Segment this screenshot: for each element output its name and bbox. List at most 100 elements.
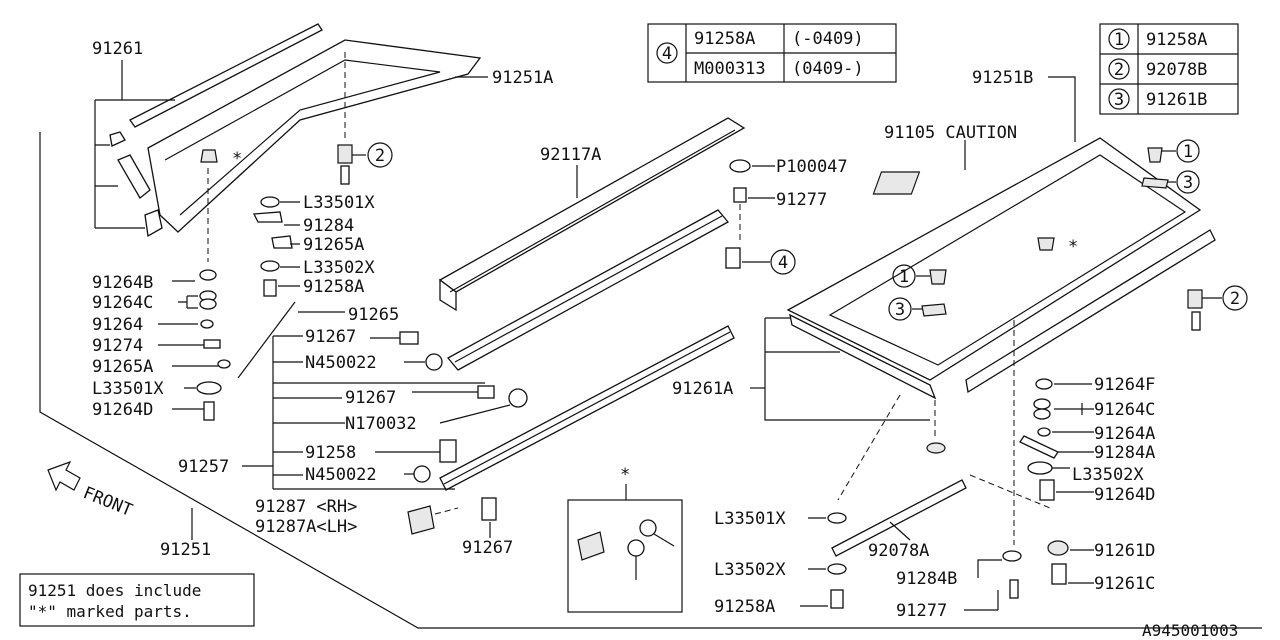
table-key-3: 3 bbox=[1114, 90, 1124, 110]
frame-outline bbox=[39, 132, 1262, 629]
label-L33502X-right: L33502X bbox=[1072, 465, 1144, 485]
label-91258A-bottom: 91258A bbox=[714, 597, 775, 617]
rail-bottom bbox=[439, 325, 735, 491]
note-box bbox=[19, 573, 255, 627]
rail-92117A bbox=[438, 117, 746, 312]
note-line-1: 91251 does include bbox=[28, 581, 201, 600]
label-91264D-left: 91264D bbox=[92, 400, 153, 420]
callout-4-text: 4 bbox=[778, 253, 788, 273]
label-91258: 91258 bbox=[305, 443, 356, 463]
label-91261C: 91261C bbox=[1094, 574, 1155, 594]
variant-table: 4 91258A (-0409) M000313 (0409-) bbox=[647, 23, 897, 83]
label-91261A: 91261A bbox=[672, 379, 733, 399]
label-91265A-left: 91265A bbox=[92, 357, 153, 377]
leader-91261 bbox=[94, 60, 175, 229]
wire-91265 bbox=[237, 301, 296, 379]
label-91287: 91287 <RH> bbox=[255, 497, 357, 517]
washer-P100047 bbox=[729, 159, 751, 173]
leaders-left-stack bbox=[158, 280, 218, 410]
table-range-2: (0409-) bbox=[792, 59, 864, 79]
leader-91257 bbox=[272, 335, 485, 490]
callout-1-inner: 1 bbox=[899, 267, 909, 287]
glass-bolt-1 bbox=[1147, 147, 1163, 163]
label-91274: 91274 bbox=[92, 336, 143, 356]
label-91265: 91265 bbox=[348, 305, 399, 325]
right-fastener-stack bbox=[1019, 378, 1059, 501]
label-91264C-left: 91264C bbox=[92, 293, 153, 313]
label-L33501X-top: L33501X bbox=[303, 193, 375, 213]
label-91264C-right: 91264C bbox=[1094, 400, 1155, 420]
label-92117A: 92117A bbox=[540, 145, 601, 165]
label-N450022-b: N450022 bbox=[305, 465, 377, 485]
diagram-id: A945001003 bbox=[1142, 621, 1238, 640]
front-label: FRONT bbox=[80, 483, 135, 521]
leaders-right-stack bbox=[1052, 383, 1094, 493]
callout-3-inner: 3 bbox=[895, 300, 905, 320]
label-P100047: P100047 bbox=[776, 157, 848, 177]
label-91264F: 91264F bbox=[1094, 375, 1155, 395]
rail-lower bbox=[446, 209, 730, 371]
label-91284: 91284 bbox=[303, 216, 354, 236]
callout-2-right: 2 bbox=[1230, 289, 1240, 309]
table-range-1: (-0409) bbox=[792, 29, 864, 49]
label-91105-caution: 91105 CAUTION bbox=[884, 123, 1017, 143]
note-line-2: "*" marked parts. bbox=[28, 602, 192, 621]
star-mark-2: * bbox=[1068, 237, 1078, 257]
glass-bolt-inner bbox=[929, 269, 947, 285]
label-91261: 91261 bbox=[92, 39, 143, 59]
callout-2-left-text: 2 bbox=[375, 146, 385, 166]
front-arrow-icon bbox=[47, 460, 81, 492]
label-91284A: 91284A bbox=[1094, 443, 1155, 463]
callout-2-left bbox=[367, 142, 393, 168]
nut-N450022-b bbox=[413, 465, 431, 483]
glass-91251B bbox=[786, 137, 1216, 400]
label-91277-top: 91277 bbox=[776, 190, 827, 210]
label-L33502X-top: L33502X bbox=[303, 258, 375, 278]
label-91251: 91251 bbox=[160, 540, 211, 560]
nut-N170032 bbox=[508, 388, 528, 408]
label-91258A-top: 91258A bbox=[303, 277, 364, 297]
nut-N450022-a bbox=[425, 353, 443, 371]
star-mark-1: * bbox=[232, 149, 242, 169]
table-part-91261B: 91261B bbox=[1146, 90, 1207, 110]
label-L33501X-left: L33501X bbox=[92, 379, 164, 399]
bolt-91258 bbox=[439, 439, 457, 463]
label-L33501X-bottom: L33501X bbox=[714, 509, 786, 529]
table-part-92078B: 92078B bbox=[1146, 60, 1207, 80]
label-91265A-top: 91265A bbox=[303, 235, 364, 255]
callout-4 bbox=[770, 249, 796, 275]
leaders-hinge bbox=[278, 201, 300, 287]
label-91261D: 91261D bbox=[1094, 541, 1155, 561]
key-cylinder-icon bbox=[577, 531, 605, 561]
label-91257: 91257 bbox=[178, 457, 229, 477]
label-91284B: 91284B bbox=[896, 569, 957, 589]
bolt-91267-a bbox=[399, 331, 419, 345]
label-91251B: 91251B bbox=[972, 68, 1033, 88]
label-91264-left: 91264 bbox=[92, 315, 143, 335]
label-91267-b: 91267 bbox=[345, 388, 396, 408]
table-part-91258A: 91258A bbox=[1146, 30, 1207, 50]
table-key-2: 2 bbox=[1114, 60, 1124, 80]
key-icon bbox=[627, 539, 645, 557]
label-L33502X-bottom: L33502X bbox=[714, 560, 786, 580]
bolt-91267-b bbox=[477, 385, 495, 399]
label-91264D-right: 91264D bbox=[1094, 485, 1155, 505]
label-91277-bottom: 91277 bbox=[896, 601, 947, 621]
star-bolt-right bbox=[1037, 237, 1055, 251]
stopper-left bbox=[337, 144, 353, 164]
hinge-stack bbox=[252, 196, 293, 297]
star-bolt-left bbox=[200, 149, 218, 163]
label-91287A: 91287A<LH> bbox=[255, 517, 357, 537]
bolt-91267-c bbox=[481, 497, 497, 521]
callout-table: 1 2 3 91258A 92078B 91261B bbox=[1099, 23, 1239, 115]
callout-1-right: 1 bbox=[1183, 142, 1193, 162]
table-key-1: 1 bbox=[1114, 30, 1124, 50]
label-91264B: 91264B bbox=[92, 273, 153, 293]
label-91267-a: 91267 bbox=[305, 327, 356, 347]
star-mark-inset: * bbox=[620, 465, 630, 485]
stay-92078A bbox=[831, 479, 967, 557]
label-91267-c: 91267 bbox=[462, 538, 513, 558]
label-N170032: N170032 bbox=[345, 414, 417, 434]
